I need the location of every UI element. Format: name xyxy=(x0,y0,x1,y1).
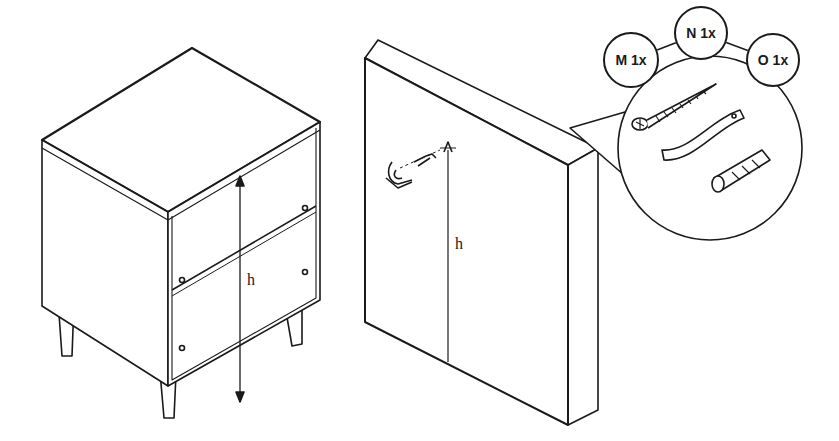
part-count: M 1x xyxy=(615,52,646,68)
cabinet-front xyxy=(168,122,320,386)
strap xyxy=(662,110,744,160)
drawer-divider xyxy=(172,206,316,290)
dimension-line xyxy=(447,150,448,362)
screw xyxy=(632,84,716,130)
cabinet-side xyxy=(42,140,168,386)
callout-circle: N 1x xyxy=(674,6,728,60)
callout-circle: O 1x xyxy=(746,33,800,87)
panel-front xyxy=(365,58,568,425)
strap-hole xyxy=(732,114,736,118)
part-count: O 1x xyxy=(758,52,788,68)
bracket xyxy=(389,162,412,184)
arrowhead xyxy=(236,392,244,402)
guide-line xyxy=(400,150,440,168)
dimension-line xyxy=(239,180,240,398)
drawer-hole xyxy=(303,206,308,211)
drawer-hole xyxy=(180,346,185,351)
drawer-hole xyxy=(303,270,308,275)
arrowhead xyxy=(444,142,452,152)
dimension-label: h xyxy=(454,236,464,252)
dimension-label: h xyxy=(246,272,256,288)
callout-link xyxy=(657,43,676,50)
drawer-divider xyxy=(172,212,316,296)
part-count: N 1x xyxy=(686,25,716,41)
callout-link xyxy=(726,42,747,50)
top-edge xyxy=(42,130,320,220)
height-mark xyxy=(440,148,456,149)
callout-circle: M 1x xyxy=(603,32,659,88)
panel-side xyxy=(568,148,598,425)
frame-inner xyxy=(172,128,316,380)
bracket xyxy=(386,178,412,188)
arrowhead xyxy=(236,176,244,186)
wall-plug xyxy=(712,150,770,192)
drawer-hole xyxy=(180,278,185,283)
